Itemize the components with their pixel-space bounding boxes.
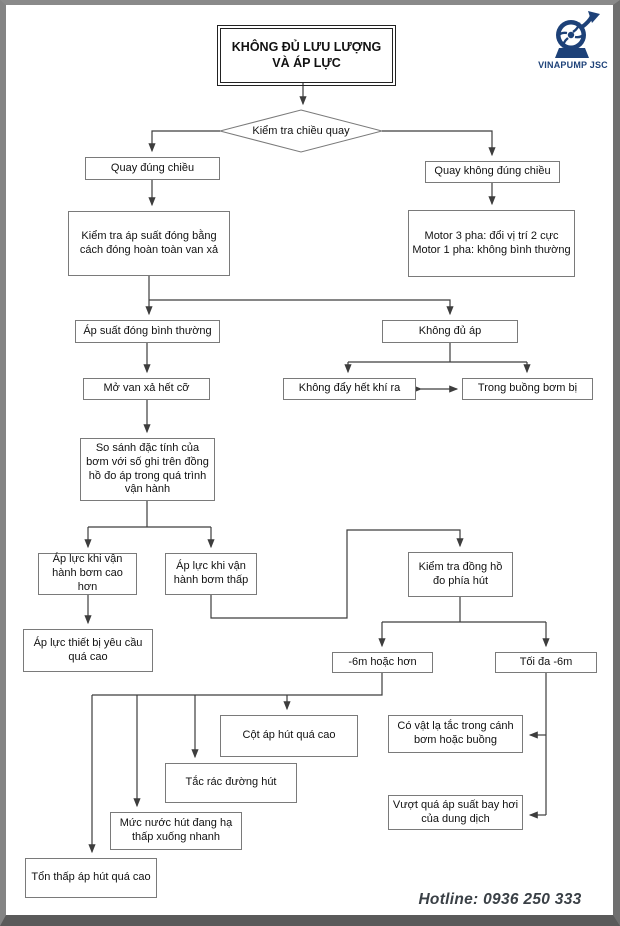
node-suction-line-clogged: Tắc rác đường hút [165, 763, 297, 803]
node-in-pump-chamber: Trong buồng bơm bị [462, 378, 593, 400]
node-vapor-pressure-exceeded: Vượt quá áp suất bay hơi của dung dịch [388, 795, 523, 830]
node-check-suction-gauge: Kiểm tra đồng hồ đo phía hút [408, 552, 513, 597]
node-not-enough-pressure: Không đủ áp [382, 320, 518, 343]
node-foreign-object-stuck: Có vật lạ tắc trong cánh bơm hoặc buồng [388, 715, 523, 753]
vinapump-logo-text: VINAPUMP JSC [538, 60, 608, 70]
node-check-rotation: Kiểm tra chiều quay [252, 125, 350, 137]
node-operating-pressure-higher: Áp lực khi vận hành bơm cao hơn [38, 553, 137, 595]
node-compare-characteristics: So sánh đặc tính của bơm với số ghi trên… [80, 438, 215, 501]
node-title: KHÔNG ĐỦ LƯU LƯỢNG VÀ ÁP LỰC [217, 25, 396, 86]
node-correct-rotation: Quay đúng chiều [85, 157, 220, 180]
node-air-not-purged: Không đẩy hết khí ra [283, 378, 416, 400]
node-water-level-dropping: Mức nước hút đang hạ thấp xuống nhanh [110, 812, 242, 850]
node-required-pressure-too-high: Áp lực thiết bị yêu cầu quá cao [23, 629, 153, 672]
node-check-shutoff-pressure: Kiểm tra áp suất đóng bằng cách đóng hoà… [68, 211, 230, 276]
node-shutoff-pressure-normal: Áp suất đóng bình thường [75, 320, 220, 343]
vinapump-pump-icon [555, 11, 600, 58]
node-operating-pressure-lower: Áp lực khi vận hành bơm thấp [165, 553, 257, 595]
node-max-minus6m: Tối đa -6m [495, 652, 597, 673]
node-wrong-rotation: Quay không đúng chiều [425, 161, 560, 183]
node-suction-loss-too-high: Tổn thấp áp hút quá cao [25, 858, 157, 898]
node-minus6m-or-more: -6m hoặc hơn [332, 652, 433, 673]
node-open-valve-fully: Mở van xả hết cỡ [83, 378, 210, 400]
node-motor-fix: Motor 3 pha: đổi vị trí 2 cực Motor 1 ph… [408, 210, 575, 277]
hotline-text: Hotline: 0936 250 333 [418, 891, 582, 908]
node-suction-head-too-high: Cột áp hút quá cao [220, 715, 358, 757]
